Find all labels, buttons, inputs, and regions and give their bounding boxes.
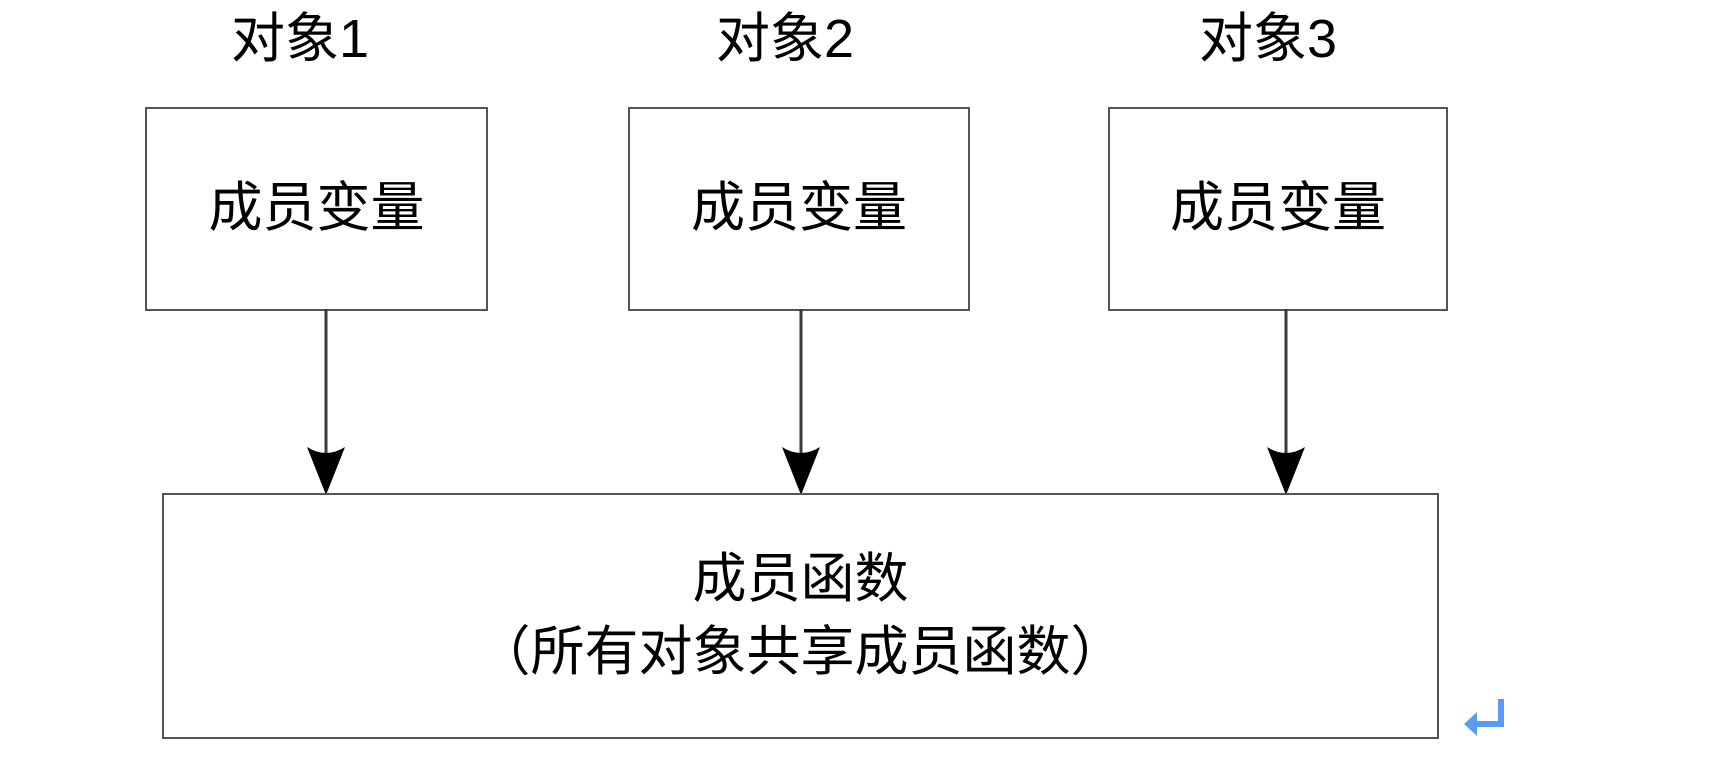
member-variable-box-1[interactable]: 成员变量 (145, 107, 488, 311)
member-function-box[interactable]: 成员函数 （所有对象共享成员函数） (162, 493, 1439, 739)
object-label-1: 对象1 (230, 9, 370, 69)
member-function-note: （所有对象共享成员函数） (476, 622, 1125, 682)
member-function-title: 成员函数 (692, 549, 909, 610)
object-label-3: 对象3 (1198, 9, 1338, 69)
down-arrow-icon-1 (307, 309, 345, 495)
member-variable-label-3: 成员变量 (1170, 178, 1386, 239)
member-variable-box-3[interactable]: 成员变量 (1108, 107, 1448, 311)
return-arrow-icon (1464, 699, 1504, 736)
member-variable-label-2: 成员变量 (691, 178, 907, 239)
member-variable-box-2[interactable]: 成员变量 (628, 107, 970, 311)
member-variable-label-1: 成员变量 (208, 178, 425, 239)
down-arrow-icon-3 (1267, 309, 1305, 495)
object-label-2: 对象2 (715, 9, 855, 69)
down-arrow-icon-2 (782, 309, 820, 495)
